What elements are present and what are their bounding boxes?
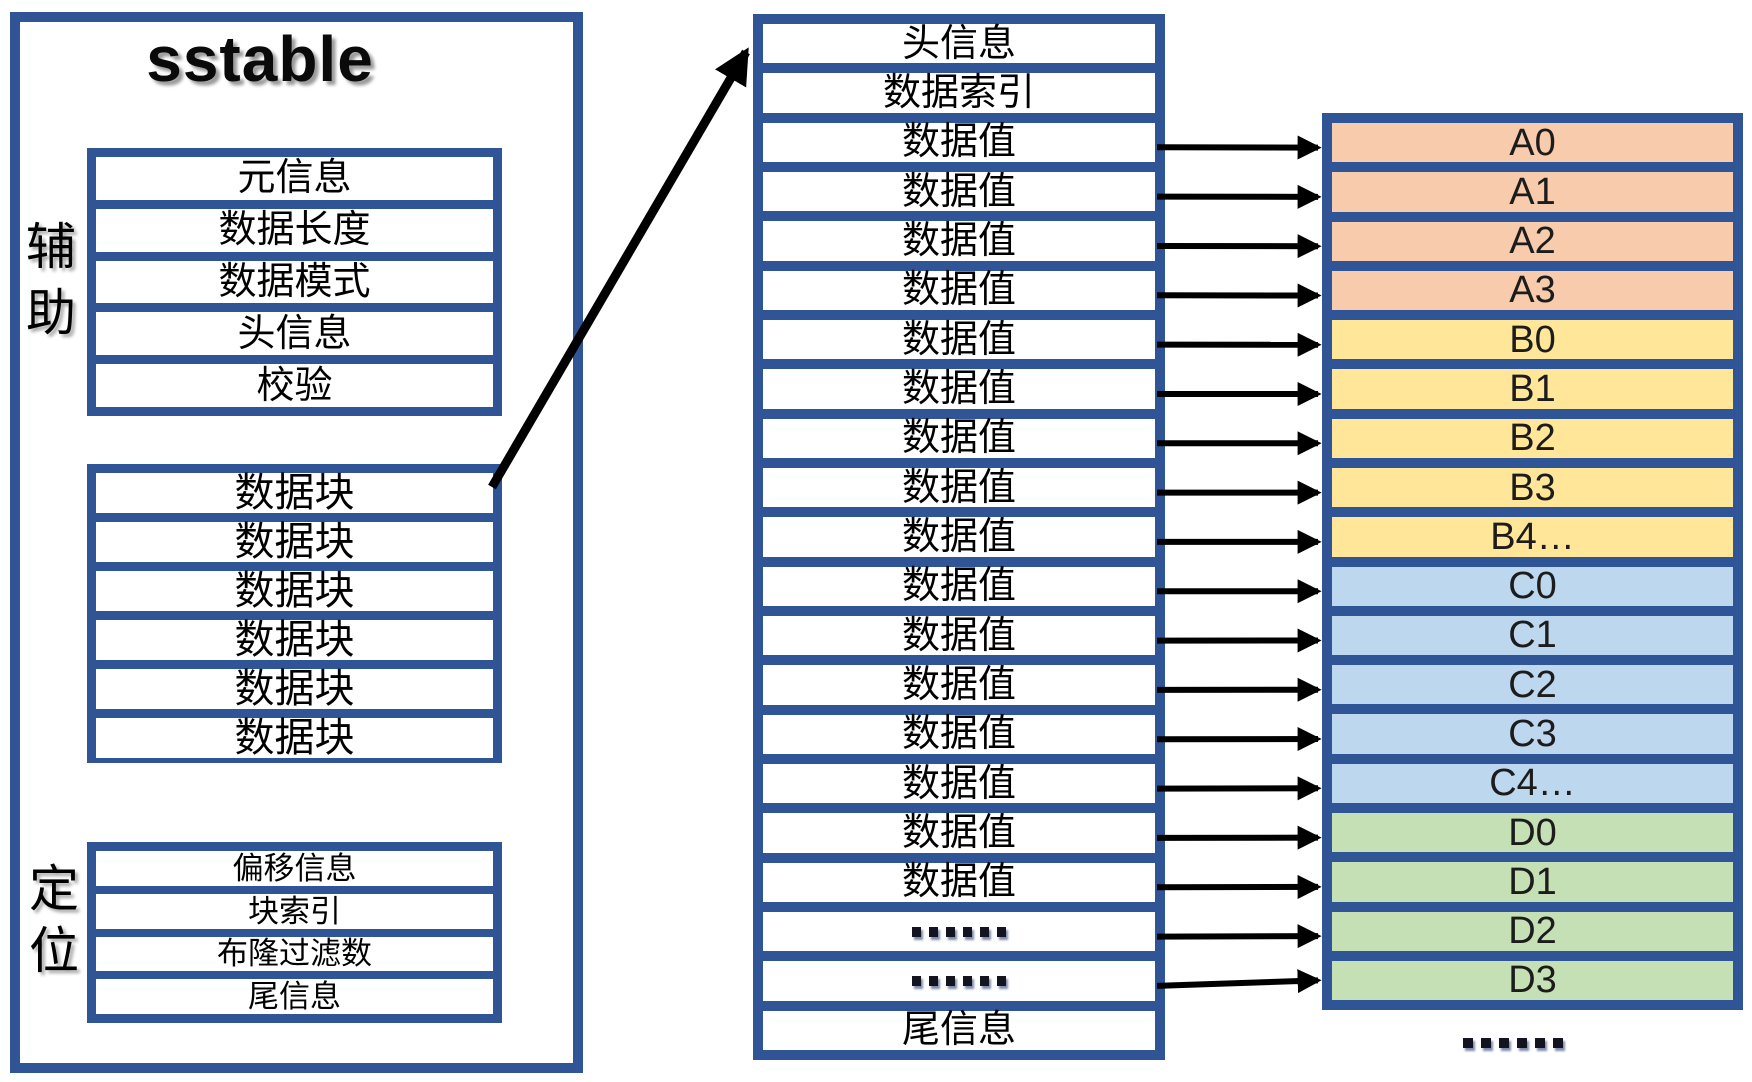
locate-row: 尾信息 [96, 979, 493, 1014]
cell-row: C4… [1332, 763, 1733, 813]
ellipsis-square [997, 975, 1006, 986]
detail-row: 数据值 [763, 862, 1155, 912]
ellipsis-square [1481, 1038, 1491, 1048]
data-block-row: 数据块 [96, 620, 493, 669]
aux-section-label: 辅助 [26, 219, 76, 341]
data-arrow [1156, 924, 1322, 949]
ellipsis-square [912, 975, 921, 986]
detail-row [763, 961, 1155, 1011]
locate-section-label: 定位 [29, 861, 79, 979]
aux-section: 元信息数据长度数据模式头信息校验 [87, 148, 502, 416]
detail-row: 数据值 [763, 517, 1155, 567]
block-detail-column: 头信息数据索引数据值数据值数据值数据值数据值数据值数据值数据值数据值数据值数据值… [753, 14, 1165, 1060]
cell-row: C1 [1332, 615, 1733, 666]
ellipsis-square [1553, 1038, 1563, 1048]
data-blocks-section: 数据块数据块数据块数据块数据块数据块 [87, 464, 502, 763]
locate-row: 块索引 [96, 893, 493, 937]
detail-row: 数据值 [763, 369, 1155, 419]
locate-row: 布隆过滤数 [96, 936, 493, 980]
data-block-row: 数据块 [96, 718, 493, 758]
detail-row: 数据值 [763, 714, 1155, 764]
sstable-title: sstable [146, 23, 374, 95]
cell-row: D2 [1332, 911, 1733, 961]
ellipsis-square [1535, 1038, 1545, 1048]
data-block-row: 数据块 [96, 571, 493, 620]
cell-row: C2 [1332, 665, 1733, 715]
cell-row: A2 [1332, 221, 1733, 271]
cell-row: B0 [1332, 320, 1733, 370]
cell-row: B1 [1332, 369, 1733, 419]
ellipsis-square [980, 926, 989, 937]
detail-row: 数据值 [763, 418, 1155, 468]
bottom-ellipsis-dots [1458, 1036, 1568, 1050]
cell-row: D3 [1332, 960, 1733, 1001]
aux-row: 头信息 [96, 312, 493, 365]
ellipsis-square [946, 926, 955, 937]
detail-row: 数据值 [763, 566, 1155, 616]
ellipsis-square [997, 926, 1006, 937]
aux-row: 数据长度 [96, 208, 493, 261]
detail-row: 数据值 [763, 763, 1155, 814]
ellipsis-square [963, 926, 972, 937]
detail-row: 数据值 [763, 122, 1155, 172]
cell-row: D0 [1332, 812, 1733, 863]
detail-row: 数据索引 [763, 73, 1155, 123]
detail-row [763, 911, 1155, 962]
ellipsis-square [929, 926, 938, 937]
detail-row: 数据值 [763, 467, 1155, 518]
detail-row: 数据值 [763, 319, 1155, 370]
data-block-row: 数据块 [96, 473, 493, 522]
aux-row: 元信息 [96, 157, 493, 209]
detail-row: 数据值 [763, 615, 1155, 666]
data-block-row: 数据块 [96, 669, 493, 718]
cell-row: A3 [1332, 270, 1733, 321]
cell-row: C0 [1332, 566, 1733, 616]
cell-row: B3 [1332, 467, 1733, 518]
cell-row: C3 [1332, 714, 1733, 764]
data-arrow [1156, 969, 1322, 994]
data-arrows [1156, 135, 1322, 994]
aux-row: 校验 [96, 364, 493, 407]
ellipsis-square [963, 975, 972, 986]
data-block-row: 数据块 [96, 522, 493, 571]
cell-row: B4… [1332, 517, 1733, 567]
detail-row: 尾信息 [763, 1010, 1155, 1050]
detail-row: 数据值 [763, 813, 1155, 863]
ellipsis-square [946, 975, 955, 986]
ellipsis-square [1499, 1038, 1509, 1048]
detail-row: 数据值 [763, 270, 1155, 320]
ellipsis-square [980, 975, 989, 986]
ellipsis-square [1463, 1038, 1473, 1048]
aux-row: 数据模式 [96, 260, 493, 313]
cell-row: A0 [1332, 123, 1733, 173]
locate-row: 偏移信息 [96, 851, 493, 894]
ellipsis-square [912, 926, 921, 937]
cell-row: B2 [1332, 418, 1733, 468]
detail-row: 数据值 [763, 665, 1155, 715]
detail-row: 数据值 [763, 171, 1155, 222]
detail-row: 数据值 [763, 221, 1155, 271]
ellipsis-square [929, 975, 938, 986]
cell-row: D1 [1332, 862, 1733, 912]
cell-row: A1 [1332, 172, 1733, 222]
ellipsis-square [1517, 1038, 1527, 1048]
detail-row: 头信息 [763, 24, 1155, 74]
locate-section: 偏移信息块索引布隆过滤数尾信息 [87, 842, 502, 1023]
